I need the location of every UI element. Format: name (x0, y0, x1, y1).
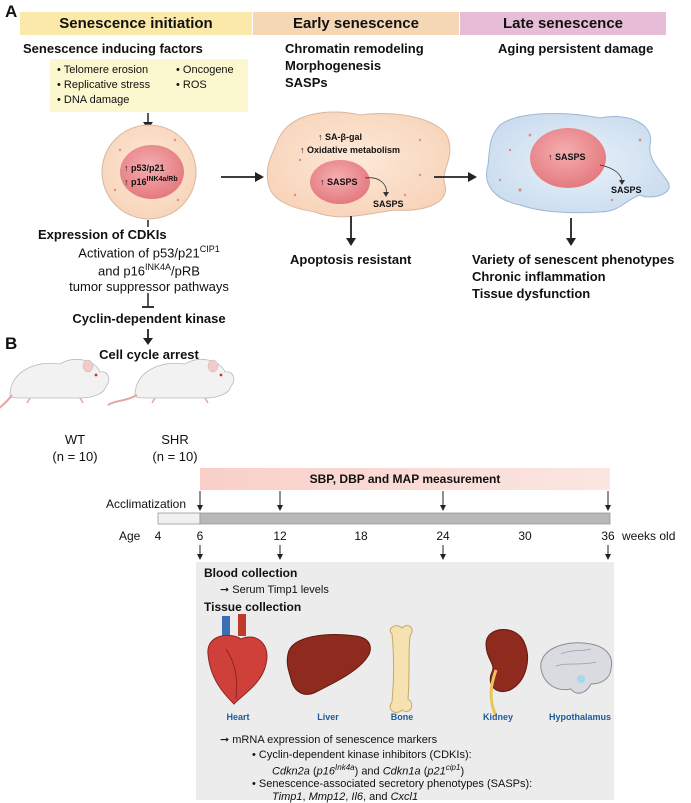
serum-timp1: ➞ Serum Timp1 levels (220, 584, 329, 596)
inducing-factors-title: Senescence inducing factors (23, 41, 203, 56)
cdk-label: Cyclin-dependent kinase (72, 311, 226, 326)
timeline-bar (157, 512, 611, 525)
tick-24: 24 (436, 529, 450, 543)
factor-replicative: • Replicative stress (57, 79, 151, 91)
group-shr-name: SHR (161, 432, 189, 447)
inducing-factors-box: • Telomere erosion • Oncogene • Replicat… (50, 59, 248, 112)
sasp-line: • Senescence-associated secretory phenot… (252, 778, 533, 790)
tick-4: 4 (154, 529, 162, 543)
expression-cdkis: Expression of CDKIs (38, 227, 167, 242)
organ-heart-label: Heart (226, 712, 250, 722)
apoptosis-resistant: Apoptosis resistant (290, 252, 412, 267)
late-nucleus-sasps: ↑ SASPS (548, 152, 586, 162)
group-wt-n: (n = 10) (52, 449, 98, 464)
organ-hypothalamus-label: Hypothalamus (548, 712, 611, 722)
factor-ros: • ROS (176, 79, 207, 91)
inhibition-icon (142, 293, 154, 308)
late-outcome-1: Variety of senescent phenotypes (472, 252, 675, 267)
age-label: Age (119, 529, 141, 543)
late-secreted-sasps: SASPS (611, 185, 642, 195)
tick-36: 36 (601, 529, 615, 543)
factor-oncogene: • Oncogene (176, 64, 234, 76)
acclimatization-label: Acclimatization (106, 497, 187, 511)
panel-b-letter: B (5, 334, 18, 353)
brain-icon (540, 642, 613, 694)
cell1-p53-text: ↑ p53/p21 (124, 163, 165, 173)
arrow-early-down-icon (346, 216, 356, 246)
tick-30: 30 (518, 529, 532, 543)
late-senescent-cell-icon (486, 113, 670, 214)
oxidative-metabolism-text: ↑ Oxidative metabolism (300, 145, 401, 155)
activation-line-2: and p16INK4A/pRB (98, 262, 200, 279)
normal-cell-icon (101, 124, 197, 220)
cell1-p16-text: ↑ p16INK4a/Rb (124, 176, 178, 187)
organ-liver-label: Liver (317, 712, 339, 722)
weeks-old-label: weeks old (622, 529, 676, 543)
arrow-to-late-icon (434, 172, 477, 182)
measurement-arrows (197, 491, 611, 511)
factor-telomere: • Telomere erosion (57, 64, 149, 76)
wt-rat-icon (0, 359, 110, 409)
arrow-late-down-icon (566, 218, 576, 246)
collection-arrows (197, 545, 611, 560)
cell-cycle-arrest: Cell cycle arrest (99, 347, 199, 362)
early-senescent-cell-icon (266, 111, 451, 218)
activation-line-3: tumor suppressor pathways (69, 279, 229, 294)
stage-early-header: Early senescence (253, 12, 459, 35)
liver-icon (286, 634, 371, 695)
activation-line-1: Activation of p53/p21CIP1 (78, 244, 220, 261)
cdki-line: • Cyclin-dependent kinase inhibitors (CD… (252, 749, 472, 761)
collection-box: Blood collection ➞ Serum Timp1 levels Ti… (196, 562, 614, 803)
late-subtitle: Aging persistent damage (498, 41, 654, 56)
tick-6: 6 (196, 529, 204, 543)
bone-icon (389, 625, 413, 713)
blood-collection-title: Blood collection (204, 566, 298, 580)
panel-a-letter: A (5, 2, 18, 21)
organ-bone-label: Bone (390, 712, 414, 722)
kidney-icon (485, 629, 528, 717)
early-secreted-sasps: SASPS (373, 199, 404, 209)
tick-18: 18 (354, 529, 368, 543)
late-outcome-3: Tissue dysfunction (472, 286, 591, 301)
early-line-2: Morphogenesis (285, 58, 382, 73)
arrow-to-early-icon (221, 172, 264, 182)
organ-kidney-label: Kidney (482, 712, 513, 722)
early-line-3: SASPs (285, 75, 328, 90)
group-shr-n: (n = 10) (152, 449, 198, 464)
measurement-bar: SBP, DBP and MAP measurement (200, 468, 610, 490)
heart-icon (207, 614, 268, 705)
tissue-collection-title: Tissue collection (204, 600, 302, 614)
late-outcome-2: Chronic inflammation (472, 269, 606, 284)
group-wt-name: WT (64, 432, 86, 447)
early-line-1: Chromatin remodeling (285, 41, 424, 56)
tick-12: 12 (273, 529, 287, 543)
arrow-arrest-down-icon (143, 329, 153, 345)
stage-late-header: Late senescence (460, 12, 666, 35)
organ-illustrations (207, 614, 613, 717)
sasp-genes: Timp1, Mmp12, Il6, and Cxcl1 (272, 791, 419, 803)
factor-dna-damage: • DNA damage (57, 94, 130, 106)
shr-rat-icon (107, 359, 235, 406)
mrna-expression: ➞ mRNA expression of senescence markers (220, 734, 438, 746)
stage-initiation-header: Senescence initiation (20, 12, 252, 35)
sa-beta-gal-text: ↑ SA-β-gal (318, 132, 362, 142)
cdki-genes: Cdkn2a (p16Ink4a) and Cdkn1a (p21cip1) (272, 763, 465, 778)
early-nucleus-sasps: ↑ SASPS (320, 177, 358, 187)
